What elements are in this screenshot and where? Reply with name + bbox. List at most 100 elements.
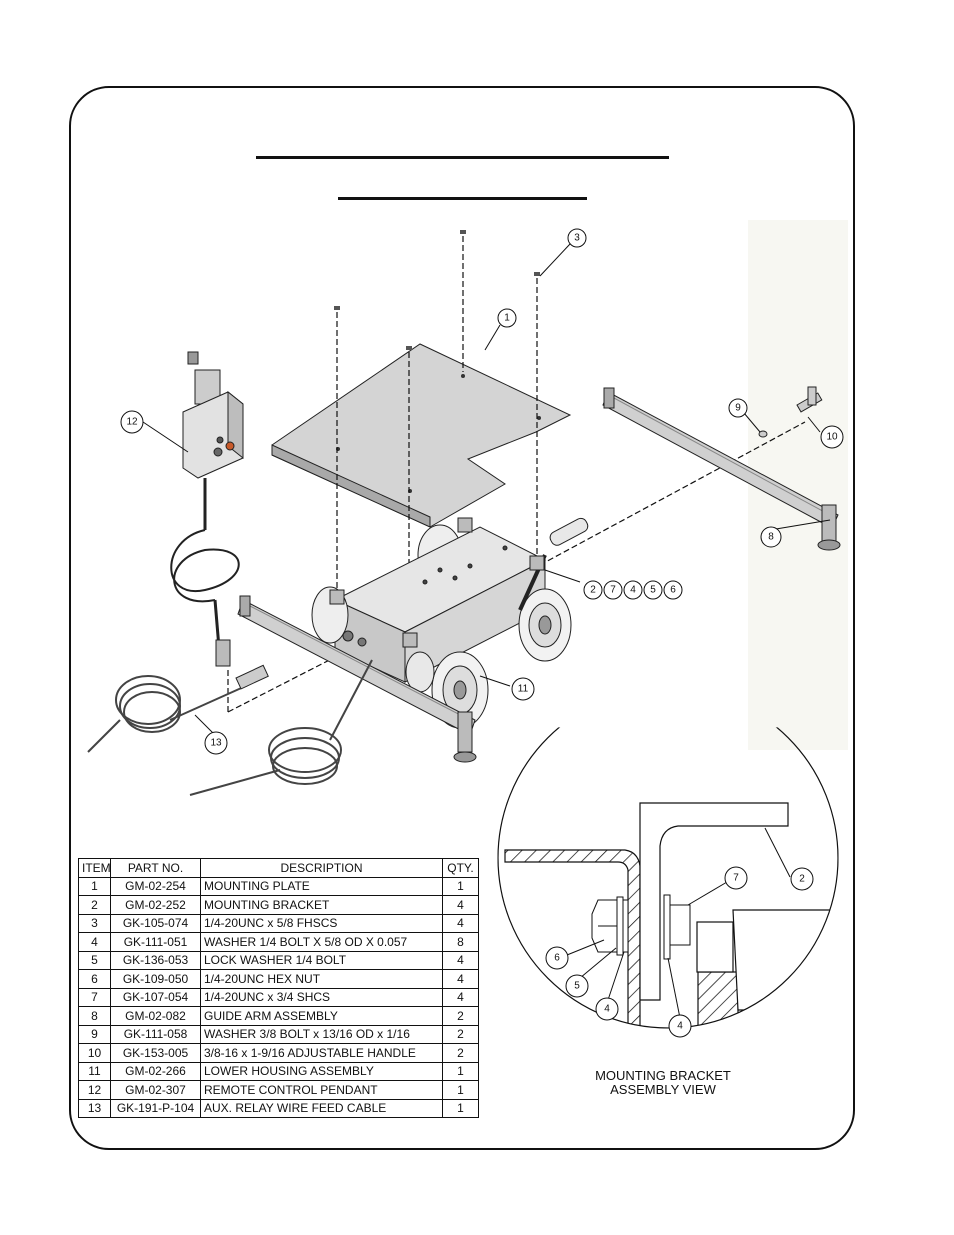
svg-text:4: 4 xyxy=(604,1004,610,1015)
detail-label-line2: ASSEMBLY VIEW xyxy=(610,1082,716,1097)
detail-balloon-4a: 4 xyxy=(595,997,619,1021)
bom-cell-qty: 1 xyxy=(442,1098,479,1118)
bom-cell-item: 11 xyxy=(78,1061,111,1081)
bom-header-description: DESCRIPTION xyxy=(200,858,443,878)
bom-cell-description: AUX. RELAY WIRE FEED CABLE xyxy=(200,1098,443,1118)
guide-arm-left xyxy=(237,595,477,763)
balloon-10: 10 xyxy=(820,425,844,449)
bom-cell-item: 9 xyxy=(78,1024,111,1044)
callout-balloon: 4 xyxy=(623,580,643,600)
bom-cell-description: GUIDE ARM ASSEMBLY xyxy=(200,1006,443,1026)
bom-cell-qty: 1 xyxy=(442,1061,479,1081)
bom-cell-part: GM-02-082 xyxy=(110,1006,201,1026)
bom-cell-item: 7 xyxy=(78,987,111,1007)
bom-cell-qty: 4 xyxy=(442,987,479,1007)
bom-cell-qty: 4 xyxy=(442,913,479,933)
detail-view: 7 2 6 5 4 4 MOUNTING BRACKET ASSEMBLY VI… xyxy=(498,688,840,1097)
bom-cell-item: 4 xyxy=(78,932,111,952)
bom-cell-item: 12 xyxy=(78,1080,111,1100)
balloon-8: 8 xyxy=(760,526,782,548)
bom-cell-part: GK-109-050 xyxy=(110,969,201,989)
bom-cell-qty: 8 xyxy=(442,932,479,952)
bom-cell-part: GK-105-074 xyxy=(110,913,201,933)
bom-cell-part: GK-111-058 xyxy=(110,1024,201,1044)
bom-cell-part: GM-02-307 xyxy=(110,1080,201,1100)
svg-text:10: 10 xyxy=(826,432,838,443)
callout-balloon: 6 xyxy=(663,580,683,600)
bom-cell-description: 1/4-20UNC x 5/8 FHSCS xyxy=(200,913,443,933)
svg-text:7: 7 xyxy=(733,873,739,884)
svg-text:7: 7 xyxy=(610,585,616,596)
bom-cell-part: GM-02-252 xyxy=(110,895,201,915)
bom-cell-qty: 4 xyxy=(442,950,479,970)
title-rule-lower xyxy=(338,197,587,200)
balloon-13: 13 xyxy=(204,731,228,755)
detail-label-line1: MOUNTING BRACKET xyxy=(595,1068,731,1083)
bom-cell-item: 8 xyxy=(78,1006,111,1026)
bom-cell-item: 1 xyxy=(78,876,111,896)
bom-cell-part: GM-02-266 xyxy=(110,1061,201,1081)
bom-cell-description: 1/4-20UNC x 3/4 SHCS xyxy=(200,987,443,1007)
detail-balloon-5: 5 xyxy=(565,974,589,998)
cable-coils xyxy=(87,659,373,796)
callout-balloon: 2 xyxy=(583,580,603,600)
washer-part xyxy=(758,430,768,438)
bom-header-item: ITEM xyxy=(78,858,111,878)
bom-cell-description: MOUNTING PLATE xyxy=(200,876,443,896)
bom-cell-item: 13 xyxy=(78,1098,111,1118)
svg-text:13: 13 xyxy=(210,738,222,749)
svg-text:4: 4 xyxy=(677,1021,683,1032)
bom-header-qty: QTY. xyxy=(442,858,479,878)
bom-cell-qty: 1 xyxy=(442,876,479,896)
svg-text:5: 5 xyxy=(574,981,580,992)
detail-balloon-2: 2 xyxy=(790,867,814,891)
bom-header-part: PART NO. xyxy=(110,858,201,878)
bom-cell-qty: 2 xyxy=(442,1006,479,1026)
callout-group: 2 7 4 5 6 xyxy=(583,580,683,600)
bom-cell-part: GK-111-051 xyxy=(110,932,201,952)
svg-text:2: 2 xyxy=(799,874,805,885)
balloon-11: 11 xyxy=(511,677,535,701)
adjustable-handle xyxy=(796,386,823,413)
bom-cell-description: WASHER 3/8 BOLT x 13/16 OD x 1/16 xyxy=(200,1024,443,1044)
balloon-3: 3 xyxy=(567,228,587,248)
callout-balloon: 7 xyxy=(603,580,623,600)
svg-text:9: 9 xyxy=(735,403,741,414)
svg-text:12: 12 xyxy=(126,417,138,428)
svg-text:1: 1 xyxy=(504,313,510,324)
detail-balloon-6: 6 xyxy=(545,946,569,970)
bom-cell-description: 1/4-20UNC HEX NUT xyxy=(200,969,443,989)
svg-text:2: 2 xyxy=(590,585,596,596)
screw-heads xyxy=(334,230,540,350)
bom-cell-qty: 2 xyxy=(442,1024,479,1044)
bom-cell-qty: 2 xyxy=(442,1043,479,1063)
bom-cell-item: 10 xyxy=(78,1043,111,1063)
svg-text:4: 4 xyxy=(630,585,636,596)
balloon-9: 9 xyxy=(728,398,748,418)
screws-and-axes xyxy=(227,236,806,713)
bom-cell-item: 5 xyxy=(78,950,111,970)
bom-cell-description: WASHER 1/4 BOLT X 5/8 OD X 0.057 xyxy=(200,932,443,952)
bom-cell-description: LOCK WASHER 1/4 BOLT xyxy=(200,950,443,970)
lower-housing xyxy=(311,517,589,729)
bom-cell-item: 6 xyxy=(78,969,111,989)
bom-cell-qty: 4 xyxy=(442,895,479,915)
bom-cell-description: REMOTE CONTROL PENDANT xyxy=(200,1080,443,1100)
detail-balloon-4b: 4 xyxy=(668,1014,692,1038)
bom-cell-part: GK-153-005 xyxy=(110,1043,201,1063)
bom-header-row: ITEM PART NO. DESCRIPTION QTY. xyxy=(78,858,479,878)
bom-cell-item: 3 xyxy=(78,913,111,933)
